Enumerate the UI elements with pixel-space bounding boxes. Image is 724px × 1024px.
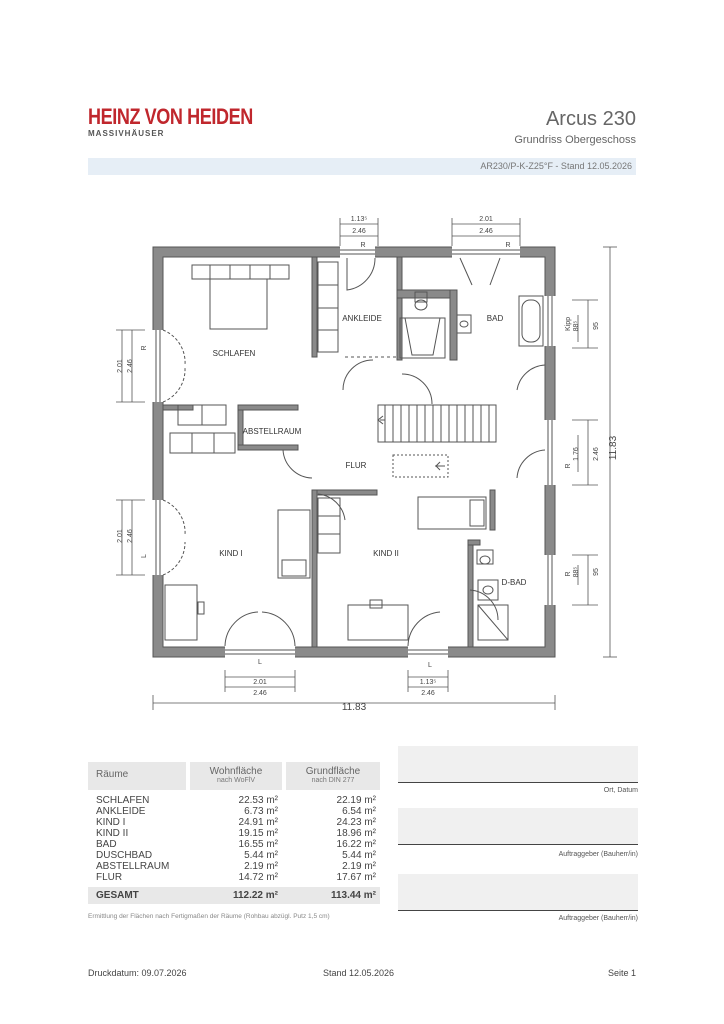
table-header-grund-label: Grundfläche	[305, 766, 361, 777]
dim-right-bad-tag: Kipp	[565, 317, 572, 331]
room-label-abstellraum: ABSTELLRAUM	[243, 427, 302, 436]
signature-label-auftraggeber-1: Auftraggeber (Bauherr/in)	[558, 851, 638, 858]
table-header-wohnflaeche: Wohnfläche nach WoFlV	[190, 762, 282, 790]
table-row-name: FLUR	[96, 872, 123, 883]
dim-right-flur-b: 2.46	[593, 447, 600, 461]
plan-subtitle: Grundriss Obergeschoss	[514, 134, 636, 146]
footer-print-date: Druckdatum: 09.07.2026	[88, 968, 187, 978]
dim-left-kind-a: 2.01	[117, 529, 124, 543]
company-logo-subtitle: MASSIVHÄUSER	[88, 129, 165, 138]
dim-bottom-kind-b: 2.46	[253, 690, 267, 697]
table-row-wohn: 2.19 m²	[244, 861, 278, 872]
table-row-wohn: 14.72 m²	[238, 872, 278, 883]
signature-field-ort-datum[interactable]	[398, 746, 638, 783]
table-row-grund: 18.96 m²	[336, 828, 376, 839]
table-row-grund: 6.54 m²	[342, 806, 376, 817]
room-label-bad: BAD	[487, 314, 504, 323]
table-row-grund: 17.67 m²	[336, 872, 376, 883]
table-row-name: KIND II	[96, 828, 129, 839]
signature-label-ort-datum: Ort, Datum	[603, 787, 638, 794]
room-label-kind2: KIND II	[373, 549, 399, 558]
reference-text: AR230/P-K-Z25°F - Stand 12.05.2026	[480, 161, 632, 171]
dim-bottom-kind2-b: 2.46	[421, 690, 435, 697]
dim-bottom-kind2-a: 1.13⁵	[420, 679, 437, 686]
mark-l-left: L	[141, 554, 148, 558]
table-row-grund: 24.23 m²	[336, 817, 376, 828]
mark-l-bottom-1: L	[258, 659, 262, 666]
table-header-grund-sub: nach DIN 277	[311, 777, 355, 784]
dim-left-schlafen-b: 2.46	[127, 359, 134, 373]
table-row-wohn: 5.44 m²	[244, 850, 278, 861]
table-row-grund: 22.19 m²	[336, 795, 376, 806]
table-total-grund: 113.44 m²	[330, 890, 376, 901]
table-row-name: DUSCHBAD	[96, 850, 153, 861]
reference-band: AR230/P-K-Z25°F - Stand 12.05.2026	[88, 158, 636, 175]
table-row-grund: 5.44 m²	[342, 850, 376, 861]
house-model-title: Arcus 230	[545, 108, 636, 130]
table-row-name: BAD	[96, 839, 117, 850]
mark-l-bottom-2: L	[428, 662, 432, 669]
dim-right-dbad-sill: 88⁵	[573, 567, 580, 578]
dim-left-schlafen-a: 2.01	[117, 359, 124, 373]
table-header-wohn-label: Wohnfläche	[209, 766, 263, 777]
signature-field-auftraggeber-1[interactable]	[398, 808, 638, 845]
mark-r-left: R	[141, 345, 148, 350]
dim-right-dbad-height: 95	[593, 568, 600, 576]
table-row-name: ANKLEIDE	[96, 806, 146, 817]
table-row-wohn: 16.55 m²	[238, 839, 278, 850]
dim-right-flur-a: 1.76	[573, 447, 580, 461]
table-row-wohn: 6.73 m²	[244, 806, 278, 817]
room-label-schlafen: SCHLAFEN	[213, 349, 256, 358]
room-label-kind1: KIND I	[219, 549, 243, 558]
dim-bottom-kind-a: 2.01	[253, 679, 267, 686]
mark-r-top-2: R	[505, 242, 510, 249]
table-total-wohn: 112.22 m²	[232, 890, 278, 901]
mark-r-right-2: R	[565, 571, 572, 576]
table-total-row	[88, 887, 380, 904]
dim-top-ankleide-b: 2.46	[352, 228, 366, 235]
room-label-ankleide: ANKLEIDE	[342, 314, 382, 323]
footer-stand: Stand 12.05.2026	[323, 968, 395, 978]
dim-right-bad-sill: 88⁵	[573, 321, 580, 332]
furniture	[164, 261, 544, 641]
table-row-wohn: 22.53 m²	[238, 795, 278, 806]
dim-top-bad-a: 2.01	[479, 216, 493, 223]
footer-page-number: Seite 1	[607, 968, 636, 978]
table-row-grund: 16.22 m²	[336, 839, 376, 850]
mark-r-right: R	[565, 463, 572, 468]
dim-right-bad-height: 95	[593, 322, 600, 330]
signature-field-auftraggeber-2[interactable]	[398, 874, 638, 911]
floor-plan: SCHLAFEN ANKLEIDE BAD ABSTELLRAUM FLUR K…	[116, 216, 619, 713]
table-row-name: SCHLAFEN	[96, 795, 150, 806]
signature-label-auftraggeber-2: Auftraggeber (Bauherr/in)	[558, 915, 638, 922]
table-row-name: ABSTELLRAUM	[96, 861, 170, 872]
room-label-flur: FLUR	[346, 461, 367, 470]
table-row-name: KIND I	[96, 817, 126, 828]
dim-overall-width: 11.83	[342, 702, 367, 713]
table-row-grund: 2.19 m²	[342, 861, 376, 872]
table-total-label: GESAMT	[96, 890, 139, 901]
table-header-rooms-label: Räume	[96, 769, 129, 780]
dim-top-ankleide-a: 1.13⁵	[351, 216, 368, 223]
mark-r-top-1: R	[360, 242, 365, 249]
table-header-wohn-sub: nach WoFlV	[217, 777, 255, 784]
table-row-wohn: 19.15 m²	[238, 828, 278, 839]
table-header-rooms: Räume	[88, 762, 186, 790]
room-label-dbad: D-BAD	[502, 578, 527, 587]
dim-top-bad-b: 2.46	[479, 228, 493, 235]
table-footnote: Ermittlung der Flächen nach Fertigmaßen …	[88, 913, 330, 920]
table-header-grundflaeche: Grundfläche nach DIN 277	[286, 762, 380, 790]
table-row-wohn: 24.91 m²	[238, 817, 278, 828]
dim-overall-height: 11.83	[608, 435, 619, 460]
company-logo: HEINZ VON HEIDEN	[88, 104, 253, 129]
staircase	[377, 404, 497, 478]
dim-left-kind-b: 2.46	[127, 529, 134, 543]
